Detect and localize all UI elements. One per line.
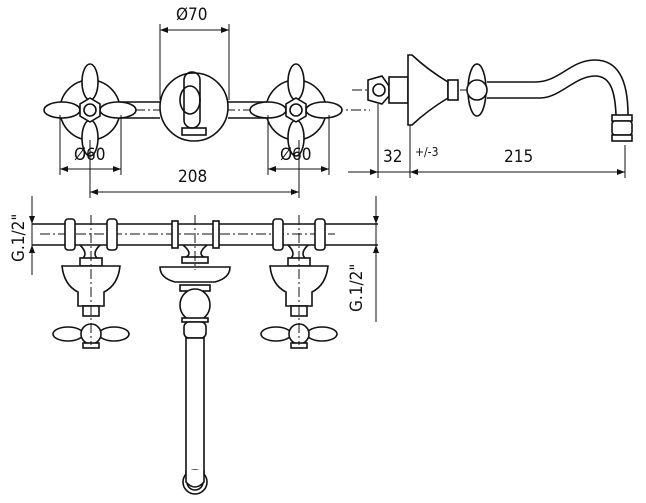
dim-wall-depth: 32 (383, 147, 402, 167)
right-cross-handle (249, 63, 343, 157)
right-valve (260, 215, 338, 349)
bottom-view: G.1/2" G.1/2" (9, 196, 379, 495)
center-rosette (159, 71, 229, 142)
dim-thread-right: G.1/2" (347, 264, 367, 312)
dim-tolerance: +/-3 (415, 145, 438, 159)
dim-rosette-diameter: Ø70 (176, 5, 208, 25)
dim-handle-spacing: 208 (178, 167, 207, 187)
front-view: Ø70 Ø60 Ø60 208 (43, 5, 370, 198)
left-valve (52, 215, 130, 349)
center-spout (159, 215, 231, 495)
dim-thread-left: G.1/2" (9, 214, 29, 262)
left-cross-handle (43, 63, 137, 157)
side-view: 32 +/-3 215 (348, 54, 633, 178)
dim-right-handle-diameter: Ø60 (280, 145, 312, 165)
dim-spout-projection: 215 (504, 147, 533, 167)
